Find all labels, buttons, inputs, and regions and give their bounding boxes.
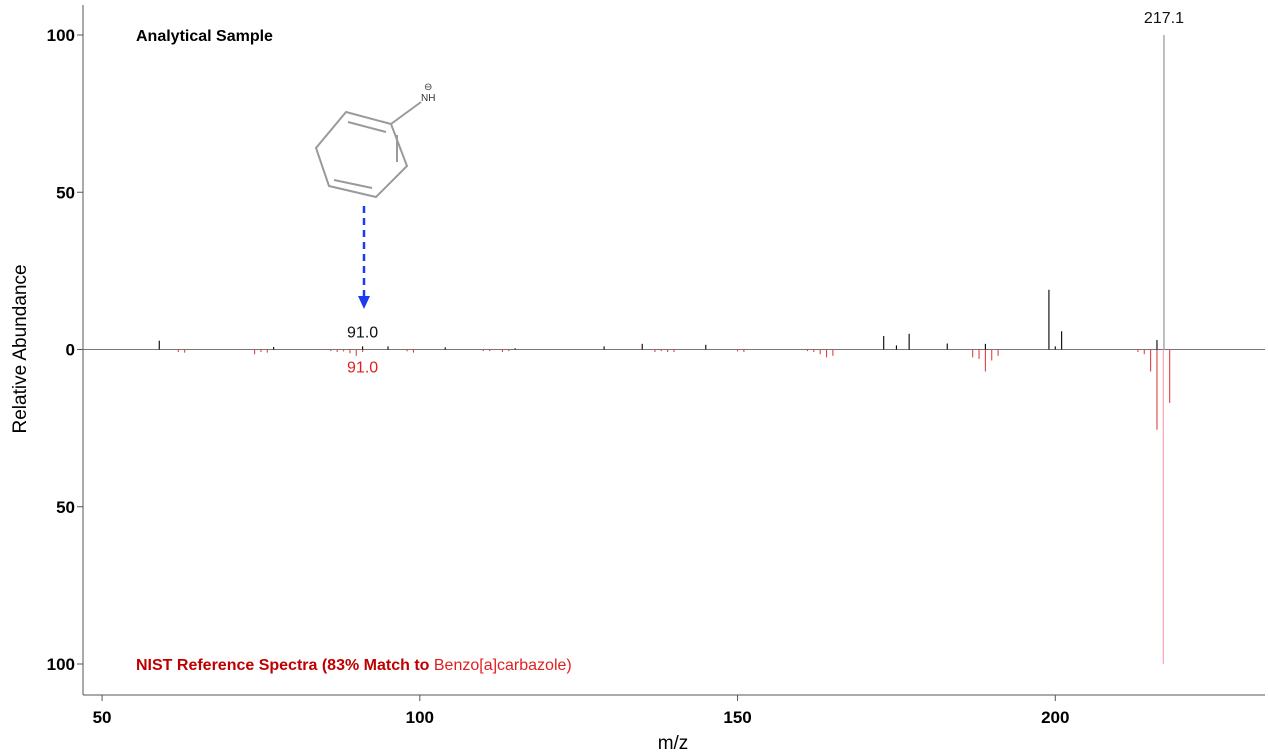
bottom-panel-label: NIST Reference Spectra (83% Match to Ben… (136, 657, 572, 674)
reference-compound: Benzo[a]carbazole) (434, 657, 572, 674)
fragment-structure (314, 101, 422, 199)
peak-label-bottom: 91.0 (347, 360, 378, 377)
charge-symbol: ⊖ (424, 82, 432, 93)
reference-spectrum-peaks (177, 349, 1171, 664)
y-axis-ticks: 0 50 100 50 100 (47, 26, 83, 674)
fragment-arrow-head (358, 296, 370, 309)
x-tick-label-150: 150 (723, 708, 751, 727)
ring-inner-bond-3 (333, 179, 373, 189)
ring-substituent-bond (390, 101, 422, 125)
y-tick-label-bottom-50: 50 (56, 498, 75, 517)
peak-annotations: 217.1 91.0 91.0 (347, 10, 1184, 377)
ring-inner-bond-1 (347, 121, 387, 133)
x-tick-label-50: 50 (93, 708, 112, 727)
ion-label: NH (421, 93, 435, 104)
y-tick-label-bottom-100: 100 (47, 655, 75, 674)
y-tick-label-top-0: 0 (66, 341, 75, 360)
x-tick-label-200: 200 (1041, 708, 1069, 727)
sample-spectrum-peaks (158, 35, 1165, 350)
reference-title: NIST Reference Spectra (83% Match to (136, 657, 434, 674)
peak-label-top: 217.1 (1144, 10, 1184, 27)
top-panel-label: Analytical Sample (136, 28, 273, 45)
x-tick-label-100: 100 (406, 708, 434, 727)
y-tick-label-top-50: 50 (56, 183, 75, 202)
peak-label-top: 91.0 (347, 325, 378, 342)
x-axis-title: m/z (658, 733, 689, 753)
y-axis-title: Relative Abundance (10, 264, 31, 433)
y-tick-label-top-100: 100 (47, 26, 75, 45)
x-axis-ticks: 50 100 150 200 (93, 695, 1069, 727)
